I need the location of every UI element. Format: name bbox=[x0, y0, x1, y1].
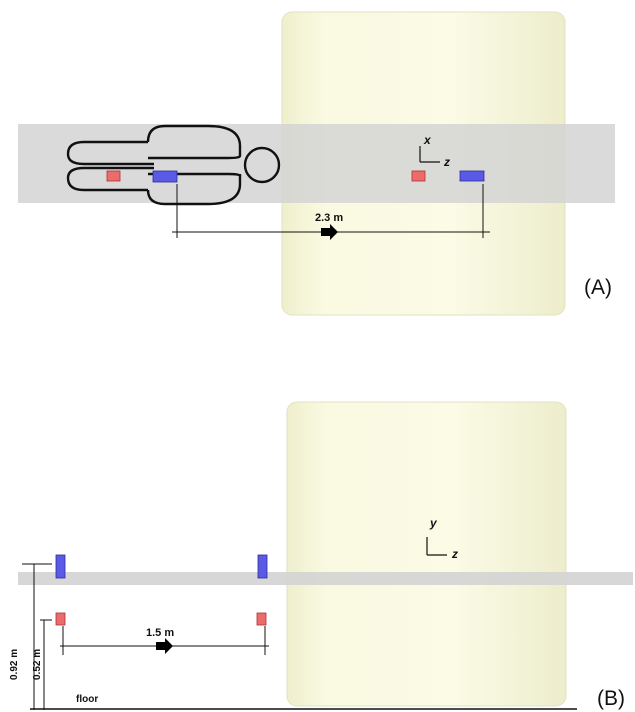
distance-label-b: 1.5 m bbox=[146, 627, 174, 639]
red-marker-a1 bbox=[106, 170, 121, 182]
panel-a: x z 2.3 m (A) bbox=[18, 11, 615, 316]
blue-marker-a1 bbox=[152, 170, 178, 183]
red-marker-a2 bbox=[411, 170, 426, 182]
blue-marker-a2 bbox=[459, 170, 485, 182]
red-marker-b1 bbox=[55, 612, 66, 626]
blue-marker-b2 bbox=[257, 554, 268, 579]
panel-label-b: (B) bbox=[597, 687, 625, 710]
patient-outline-icon bbox=[66, 124, 281, 206]
red-marker-b2 bbox=[256, 612, 267, 626]
patient-table-b bbox=[18, 572, 633, 585]
blue-marker-b1 bbox=[55, 554, 66, 579]
height-label-blue: 0.92 m bbox=[9, 649, 20, 680]
axis-y-label: y bbox=[429, 516, 438, 530]
arrow-icon-a bbox=[321, 224, 338, 240]
arrow-icon-b bbox=[156, 638, 173, 654]
panel-label-a: (A) bbox=[584, 276, 612, 299]
axis-z-label-a: z bbox=[443, 155, 450, 169]
height-label-red: 0.52 m bbox=[32, 649, 43, 680]
axis-z-label-b: z bbox=[451, 547, 458, 561]
distance-label-a: 2.3 m bbox=[315, 212, 343, 224]
height-dimensions bbox=[22, 563, 52, 710]
floor-label: floor bbox=[76, 694, 98, 705]
axis-indicator-a bbox=[419, 146, 440, 163]
axis-x-label: x bbox=[423, 133, 432, 147]
panel-b: 0.92 m 0.52 m floor 1.5 m y z (B) bbox=[9, 401, 633, 710]
axis-indicator-b bbox=[426, 537, 447, 556]
